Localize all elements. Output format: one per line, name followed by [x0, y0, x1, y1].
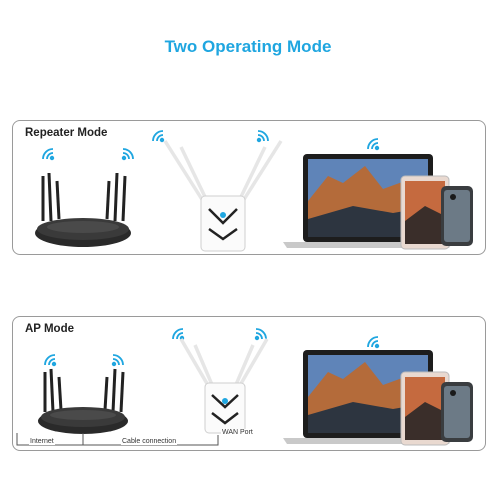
wifi-icon — [254, 328, 267, 341]
tablet-image — [400, 175, 450, 250]
cable-connection-label: Cable connection — [121, 438, 178, 445]
page-title: Two Operating Mode — [164, 37, 332, 56]
panel-title: Repeater Mode — [23, 127, 110, 139]
wifi-icon — [111, 354, 124, 367]
router-image — [35, 172, 131, 247]
wifi-icon — [121, 148, 134, 161]
wifi-icon — [367, 336, 380, 349]
wifi-icon — [42, 148, 55, 161]
cable-line — [16, 433, 219, 446]
router-image — [38, 368, 128, 434]
tablet-image — [400, 371, 450, 446]
phone-image — [441, 186, 473, 246]
internet-label: Internet — [29, 438, 55, 445]
extender-image — [163, 140, 283, 252]
wifi-icon — [256, 130, 269, 143]
panel-title: AP Mode — [23, 323, 76, 335]
wan-port-label: WAN Port — [221, 429, 254, 436]
repeater-mode-panel: Repeater Mode — [12, 120, 486, 255]
wifi-icon — [44, 354, 57, 367]
wifi-icon — [152, 130, 165, 143]
wifi-icon — [172, 328, 185, 341]
extender-image — [179, 338, 269, 434]
repeater-illustration — [35, 130, 473, 252]
ap-mode-panel: AP Mode Internet Cable connection WAN Po… — [12, 316, 486, 451]
ap-illustration — [16, 328, 473, 446]
phone-image — [441, 382, 473, 442]
wifi-icon — [367, 138, 380, 151]
